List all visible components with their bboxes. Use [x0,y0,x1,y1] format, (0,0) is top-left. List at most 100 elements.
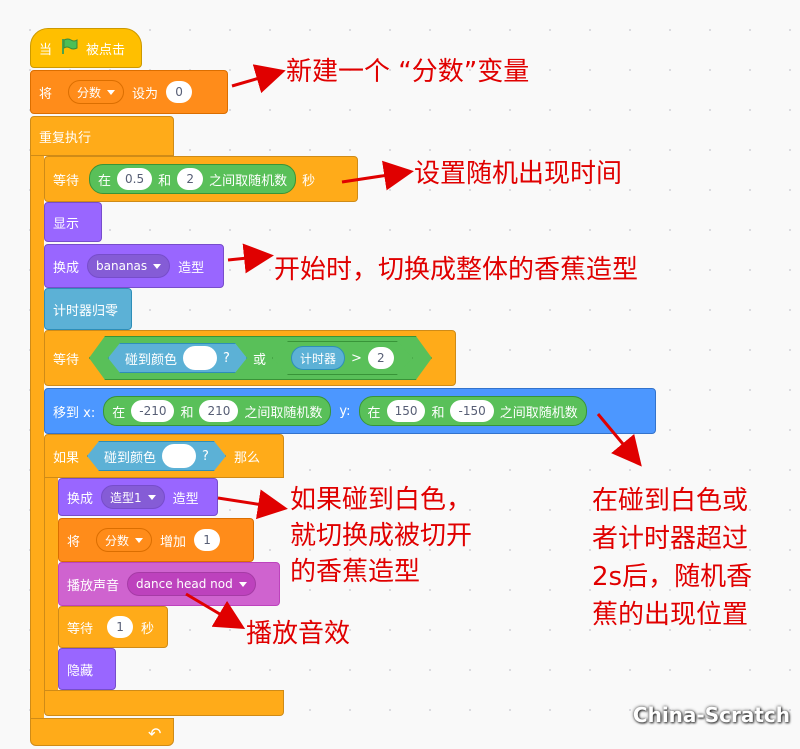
chevron-down-icon [107,89,116,95]
annotation-if-white: 如果碰到白色， 就切换成被切开 的香蕉造型 [290,482,472,590]
x-from-input[interactable]: -210 [131,400,175,422]
timer-label: 计时器 [299,351,336,366]
x-to-input[interactable]: 210 [199,400,239,422]
wait-until-prefix: 等待 [53,352,80,368]
y-from-input[interactable]: 150 [386,400,426,422]
annotation-position: 在碰到白色或 者计时器超过 2s后，随机香 蕉的出现位置 [592,482,752,634]
sound-dropdown[interactable]: dance head nod [127,572,256,596]
y-in-label: 在 [367,405,381,421]
chevron-down-icon [153,263,162,269]
switch2-suffix: 造型 [172,491,199,507]
change-prefix: 将 [67,534,81,550]
arrow-6 [596,413,642,467]
y-label: y: [339,403,351,419]
variable-name: 分数 [77,85,102,100]
then-label: 那么 [233,450,260,466]
y-to-input[interactable]: -150 [450,400,494,422]
color-swatch[interactable] [183,346,217,370]
show-block[interactable]: 显示 [44,202,102,242]
timer-threshold-input[interactable]: 2 [368,347,394,369]
annotation-position-line3: 2s后，随机香 [592,562,753,592]
wait-prefix: 等待 [53,173,80,189]
touching-color-label: 碰到颜色 [125,352,178,368]
greater-than-operator[interactable]: 计时器 > 2 [272,341,413,375]
arrow-2 [341,160,414,191]
switch-prefix: 换成 [53,260,80,276]
variable-dropdown[interactable]: 分数 [68,80,125,104]
goto-xy-block[interactable]: 移到 x: 在 -210 和 210 之间取随机数 y: 在 150 和 -15… [44,388,656,434]
x-suffix-label: 之间取随机数 [244,405,323,421]
arrow-1 [231,64,286,94]
annotation-position-line4: 蕉的出现位置 [592,600,749,630]
wait-until-block[interactable]: 等待 碰到颜色 ? 或 计时器 > 2 [44,330,456,386]
random-x-operator[interactable]: 在 -210 和 210 之间取随机数 [103,396,332,426]
wait-random-block[interactable]: 等待 在 0.5 和 2 之间取随机数 秒 [44,156,358,202]
touching-color-condition[interactable]: 碰到颜色 ? [108,343,247,373]
set-mid: 设为 [132,86,159,102]
if-question-mark: ? [202,448,209,464]
switch2-prefix: 换成 [67,491,94,507]
forever-left-arm [30,150,44,720]
if-touching-label: 碰到颜色 [104,450,157,466]
switch-costume-block-2[interactable]: 换成 造型1 造型 [58,478,218,516]
change-variable-dropdown[interactable]: 分数 [96,528,153,552]
wait1-suffix: 秒 [141,621,155,637]
timer-reporter[interactable]: 计时器 [291,346,345,370]
random-from-input[interactable]: 0.5 [117,168,153,190]
wait1-prefix: 等待 [67,621,94,637]
annotation-position-line1: 在碰到白色或 [592,486,749,516]
arrow-4 [217,489,288,520]
change-variable-name: 分数 [105,533,130,548]
if-bottom-arm[interactable] [44,690,284,716]
arrow-3 [227,243,274,274]
reset-timer-label: 计时器归零 [53,303,119,319]
hat-prefix: 当 [39,42,53,58]
goto-prefix: 移到 x: [53,405,96,421]
set-value-input[interactable]: 0 [166,81,193,103]
or-operator[interactable]: 碰到颜色 ? 或 计时器 > 2 [89,336,432,380]
play-sound-block[interactable]: 播放声音 dance head nod [58,562,280,606]
forever-bottom-arm[interactable] [30,718,174,746]
show-label: 显示 [53,216,80,232]
switch-costume-block[interactable]: 换成 bananas 造型 [44,244,224,288]
x-and-label: 和 [180,405,194,421]
chevron-down-icon [238,581,247,587]
reset-timer-block[interactable]: 计时器归零 [44,288,132,330]
arrow-5 [185,592,246,630]
forever-label: 重复执行 [39,130,92,146]
op-and-label: 和 [158,173,172,189]
if-color-swatch[interactable] [162,444,196,468]
when-flag-clicked-block[interactable]: 当 被点击 [30,28,142,68]
random-y-operator[interactable]: 在 150 和 -150 之间取随机数 [358,396,587,426]
costume-name-2: 造型1 [110,490,142,505]
change-mid: 增加 [160,534,187,550]
annotation-start-costume: 开始时，切换成整体的香蕉造型 [274,255,639,285]
question-mark: ? [223,350,230,366]
if-block[interactable]: 如果 碰到颜色 ? 那么 [44,434,284,478]
change-value-input[interactable]: 1 [194,529,221,551]
annotation-random-time: 设置随机出现时间 [414,159,623,189]
random-operator[interactable]: 在 0.5 和 2 之间取随机数 [89,164,297,194]
y-suffix-label: 之间取随机数 [499,405,578,421]
if-left-arm [44,470,58,695]
set-prefix: 将 [39,86,53,102]
x-in-label: 在 [112,405,126,421]
if-touching-color-condition[interactable]: 碰到颜色 ? [87,441,226,471]
chevron-down-icon [135,537,144,543]
costume-dropdown[interactable]: bananas [87,254,171,278]
set-variable-block[interactable]: 将 分数 设为 0 [30,70,228,114]
costume-dropdown-2[interactable]: 造型1 [101,485,165,509]
change-variable-block[interactable]: 将 分数 增加 1 [58,518,254,562]
green-flag-icon [60,37,78,59]
annotation-if-white-line2: 就切换成被切开 [290,521,473,551]
random-to-input[interactable]: 2 [177,168,204,190]
loop-arrow-icon: ↶ [148,724,162,743]
wait-seconds-block[interactable]: 等待 1 秒 [58,606,168,648]
or-label: 或 [252,352,266,368]
chevron-down-icon [147,494,156,500]
forever-block[interactable]: 重复执行 [30,116,174,156]
hide-block[interactable]: 隐藏 [58,648,116,690]
wait-seconds-input[interactable]: 1 [107,616,134,638]
annotation-play-sound: 播放音效 [246,619,351,649]
